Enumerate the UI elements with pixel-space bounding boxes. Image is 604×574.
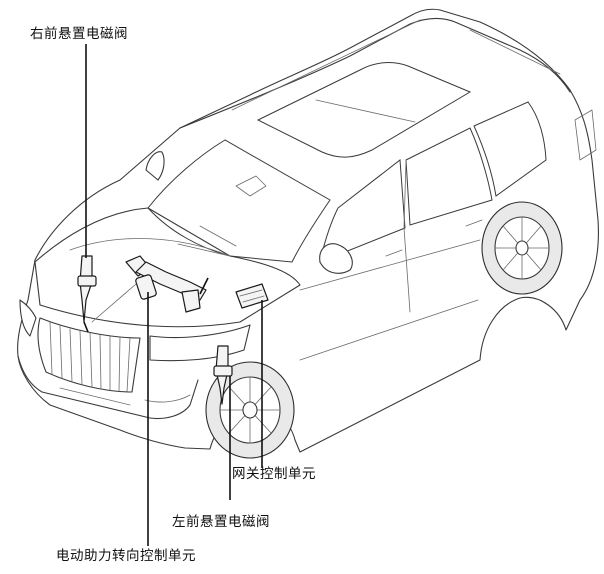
right-front-valve-component <box>77 255 97 333</box>
label-eps-unit: 电动助力转向控制单元 <box>56 548 196 564</box>
side-mirror-left <box>145 151 165 181</box>
left-front-valve-component <box>213 345 233 405</box>
hood-crease <box>69 238 231 257</box>
rear-door-window <box>405 127 493 226</box>
sunroof-divider <box>315 99 416 123</box>
label-left-front-valve: 左前悬置电磁阀 <box>172 514 270 530</box>
door-handles <box>385 219 483 257</box>
label-gateway-unit: 网关控制单元 <box>232 466 316 482</box>
quarter-window <box>473 101 547 197</box>
hood <box>34 207 301 328</box>
sunroof <box>256 62 472 158</box>
front-wheel <box>205 361 295 459</box>
roof-rail <box>231 19 561 111</box>
door-seams <box>299 159 481 361</box>
front-bumper <box>17 355 199 420</box>
side-mirror-right <box>319 243 353 274</box>
grille-bars <box>49 321 131 393</box>
cowl <box>235 175 267 197</box>
grille <box>37 317 141 393</box>
rear-lamp <box>574 109 597 161</box>
wiper <box>177 225 237 257</box>
rear-wheel <box>481 201 563 295</box>
eps-steering-rack <box>91 255 209 323</box>
label-right-front-valve: 右前悬置电磁阀 <box>30 26 128 42</box>
vehicle-outline <box>17 8 599 459</box>
headlight-left <box>19 299 37 337</box>
gateway-unit-component <box>235 283 269 309</box>
windshield <box>147 139 331 263</box>
front-door-window <box>319 159 406 263</box>
lower-intake <box>59 387 191 406</box>
